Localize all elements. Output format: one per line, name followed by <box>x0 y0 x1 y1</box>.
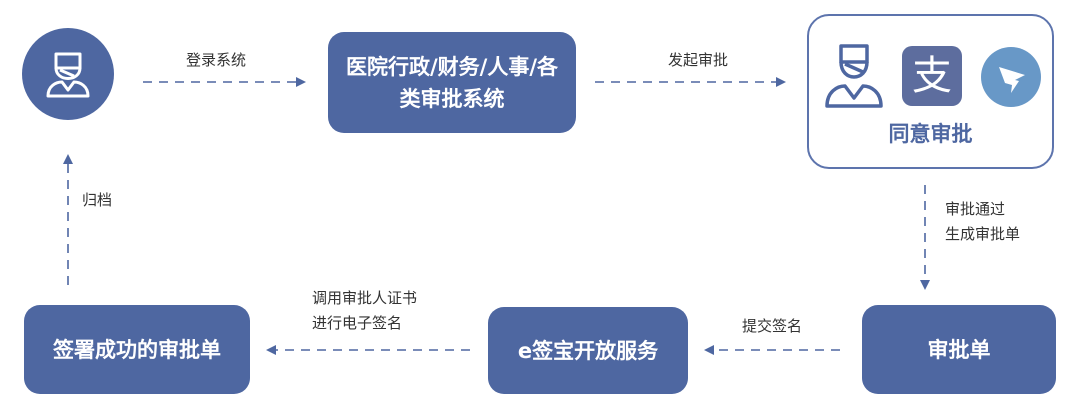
approval-card: 支 同意审批 <box>807 14 1054 169</box>
dingtalk-icon <box>981 47 1041 107</box>
label-initiate: 发起审批 <box>668 51 729 69</box>
label-sign-2: 进行电子签名 <box>312 314 403 332</box>
alipay-icon: 支 <box>902 46 962 106</box>
esign-box: e签宝开放服务 <box>488 307 688 394</box>
label-login: 登录系统 <box>186 51 247 69</box>
label-submit-sign: 提交签名 <box>742 317 803 335</box>
label-approved-1: 审批通过 <box>945 200 1006 218</box>
doctor-avatar <box>22 28 114 120</box>
label-sign-1: 调用审批人证书 <box>312 289 418 307</box>
doctor-icon <box>825 44 883 108</box>
doctor-icon <box>46 52 90 98</box>
label-archive: 归档 <box>82 191 113 209</box>
label-approved-2: 生成审批单 <box>945 225 1021 243</box>
approval-form-box: 审批单 <box>862 305 1056 394</box>
approval-title: 同意审批 <box>888 122 973 146</box>
signed-form-label: 签署成功的审批单 <box>53 337 221 362</box>
hr-system-label: 医院行政/财务/人事/各类审批系统 <box>346 54 559 111</box>
esign-label: e签宝开放服务 <box>517 338 659 363</box>
approval-form-label: 审批单 <box>927 337 991 362</box>
alipay-glyph: 支 <box>912 53 952 99</box>
signed-form-box: 签署成功的审批单 <box>24 305 250 394</box>
hr-system-box: 医院行政/财务/人事/各类审批系统 <box>328 32 576 133</box>
